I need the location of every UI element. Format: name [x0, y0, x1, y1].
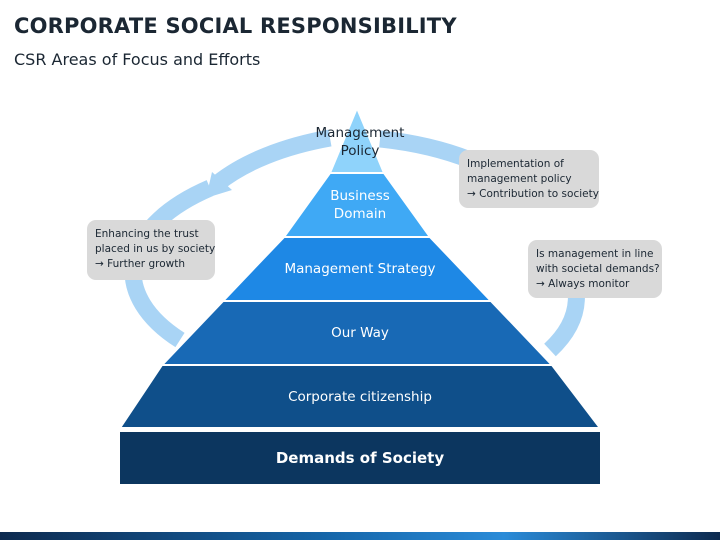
callout-implementation: Implementation of management policy → Co…	[459, 150, 599, 208]
footer-gradient-bar	[0, 532, 720, 540]
callout-monitor-line-3: → Always monitor	[536, 278, 630, 290]
level-label-management-strategy: Management Strategy	[284, 261, 436, 277]
base-label-demands-of-society: Demands of Society	[275, 449, 445, 467]
pyramid-base	[120, 432, 600, 484]
callout-implementation-line-3: → Contribution to society	[467, 188, 599, 200]
callout-trust-line-1: Enhancing the trust	[95, 228, 199, 240]
level-label-business-domain: Business Domain	[330, 188, 390, 222]
callout-monitor: Is management in line with societal dema…	[528, 240, 662, 298]
level-label-management-policy: Management Policy	[315, 125, 405, 159]
level-label-corporate-citizenship: Corporate citizenship	[288, 389, 432, 405]
cycle-arrowhead-top	[206, 172, 232, 198]
cycle-arc-top-left	[212, 129, 332, 190]
callout-implementation-line-1: Implementation of	[467, 158, 564, 170]
pyramid-level-corporate-citizenship	[118, 364, 603, 429]
callout-trust-line-3: → Further growth	[95, 258, 185, 270]
callout-trust: Enhancing the trust placed in us by soci…	[87, 220, 215, 280]
page-subtitle: CSR Areas of Focus and Efforts	[14, 50, 261, 69]
callout-monitor-line-1: Is management in line	[536, 248, 654, 260]
callout-implementation-line-2: management policy	[467, 173, 572, 185]
callout-monitor-line-2: with societal demands?	[536, 263, 660, 275]
callout-trust-line-2: placed in us by society	[95, 243, 216, 255]
page-title: CORPORATE SOCIAL RESPONSIBILITY	[14, 14, 457, 38]
level-label-our-way: Our Way	[331, 325, 389, 341]
